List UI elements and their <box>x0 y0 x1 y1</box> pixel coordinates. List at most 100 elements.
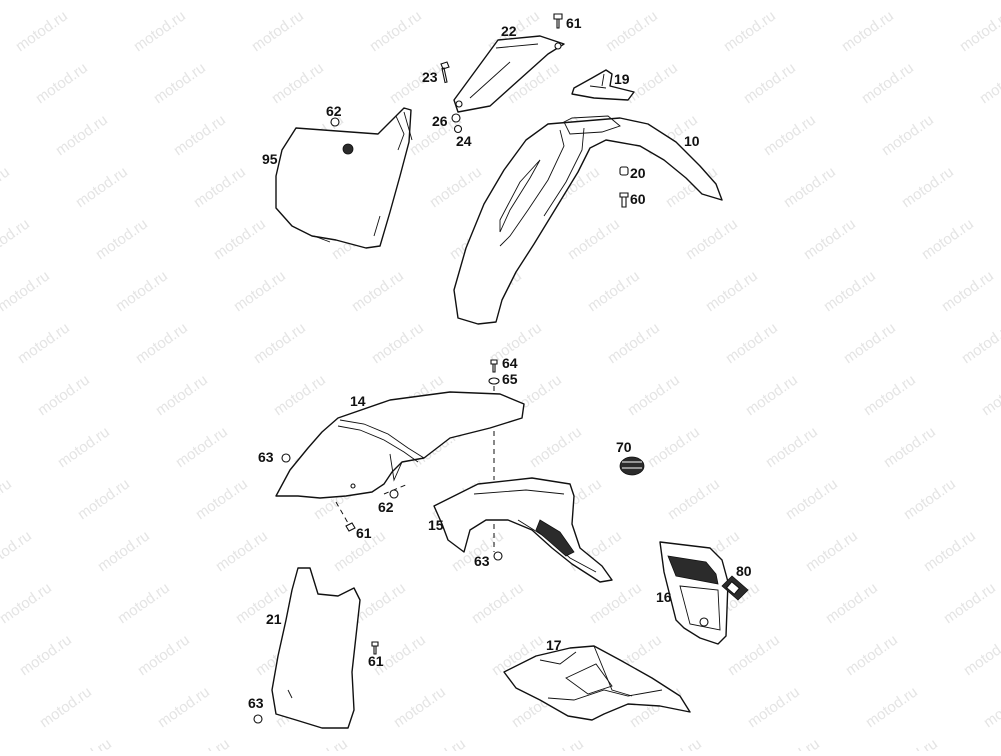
callout-label: 17 <box>546 637 562 653</box>
callout-label: 15 <box>428 517 444 533</box>
watermark-text: motod.ru <box>625 371 683 419</box>
bolt-23 <box>440 61 450 84</box>
watermark-text: motod.ru <box>587 579 645 627</box>
watermark-text: motod.ru <box>175 735 233 751</box>
watermark-text: motod.ru <box>863 683 921 731</box>
watermark-text: motod.ru <box>765 735 823 751</box>
part-15-inner-fender <box>433 477 613 583</box>
watermark-text: motod.ru <box>801 215 859 263</box>
watermark-text: motod.ru <box>861 371 919 419</box>
watermark-text: motod.ru <box>427 163 485 211</box>
nut-63-mid <box>493 551 503 561</box>
watermark-text: motod.ru <box>761 111 819 159</box>
watermark-text: motod.ru <box>741 59 799 107</box>
watermark-text: motod.ru <box>723 319 781 367</box>
bolt-60 <box>619 192 629 208</box>
watermark-text: motod.ru <box>565 215 623 263</box>
watermark-text: motod.ru <box>883 735 941 751</box>
watermark-text: motod.ru <box>583 0 641 3</box>
watermark-text: motod.ru <box>251 319 309 367</box>
part-19-clamp <box>571 69 635 101</box>
watermark-text: motod.ru <box>95 527 153 575</box>
callout-label: 63 <box>248 695 264 711</box>
watermark-text: motod.ru <box>881 423 939 471</box>
watermark-text: motod.ru <box>211 215 269 263</box>
nut-62-mid <box>389 489 399 499</box>
watermark-text: motod.ru <box>645 423 703 471</box>
watermark-text: motod.ru <box>35 371 93 419</box>
watermark-text: motod.ru <box>233 579 291 627</box>
watermark-text: motod.ru <box>823 579 881 627</box>
watermark-text: motod.ru <box>899 163 957 211</box>
part-22-bracket <box>453 35 565 113</box>
watermark-text: motod.ru <box>605 319 663 367</box>
callout-label: 22 <box>501 23 517 39</box>
part-16-plate <box>659 541 729 645</box>
watermark-text: motod.ru <box>0 0 51 3</box>
watermark-text: motod.ru <box>55 423 113 471</box>
watermark-text: motod.ru <box>213 527 271 575</box>
watermark-text: motod.ru <box>193 475 251 523</box>
watermark-text: motod.ru <box>725 631 783 679</box>
part-14-rear-fender <box>275 391 525 499</box>
watermark-text: motod.ru <box>93 215 151 263</box>
callout-label: 62 <box>326 103 342 119</box>
watermark-text: motod.ru <box>957 7 1001 55</box>
watermark-text: motod.ru <box>37 683 95 731</box>
watermark-text: motod.ru <box>155 683 213 731</box>
callout-label: 65 <box>502 371 518 387</box>
watermark-text: motod.ru <box>839 7 897 55</box>
watermark-text: motod.ru <box>979 371 1001 419</box>
callout-label: 26 <box>432 113 448 129</box>
watermark-text: motod.ru <box>153 371 211 419</box>
watermark-text: motod.ru <box>961 631 1001 679</box>
watermark-text: motod.ru <box>13 7 71 55</box>
part-21-side-panel <box>271 567 361 729</box>
washers-26-24 <box>451 113 463 134</box>
callout-label: 14 <box>350 393 366 409</box>
part-70-cap <box>619 456 645 476</box>
watermark-text: motod.ru <box>115 579 173 627</box>
watermark-text: motod.ru <box>73 163 131 211</box>
watermark-text: motod.ru <box>191 163 249 211</box>
watermark-text: motod.ru <box>921 527 979 575</box>
watermark-text: motod.ru <box>647 735 705 751</box>
part-80-reflector <box>721 575 749 601</box>
watermark-text: motod.ru <box>173 423 231 471</box>
watermark-text: motod.ru <box>683 215 741 263</box>
screw-61-top <box>553 13 563 29</box>
watermark-text: motod.ru <box>745 683 803 731</box>
nut-63-lower <box>253 714 263 724</box>
nut-62-top <box>330 117 340 127</box>
watermark-text: motod.ru <box>901 475 959 523</box>
watermark-text: motod.ru <box>15 319 73 367</box>
watermark-text: motod.ru <box>919 215 977 263</box>
callout-label: 62 <box>378 499 394 515</box>
watermark-text: motod.ru <box>941 579 999 627</box>
watermark-text: motod.ru <box>53 111 111 159</box>
callout-label: 63 <box>258 449 274 465</box>
watermark-text: motod.ru <box>75 475 133 523</box>
watermark-text: motod.ru <box>0 215 33 263</box>
watermark-text: motod.ru <box>939 267 997 315</box>
watermark-text: motod.ru <box>131 7 189 55</box>
watermark-text: motod.ru <box>0 527 35 575</box>
watermark-text: motod.ru <box>113 267 171 315</box>
watermark-text: motod.ru <box>819 0 877 3</box>
callout-label: 60 <box>630 191 646 207</box>
watermark-text: motod.ru <box>0 475 15 523</box>
callout-label: 10 <box>684 133 700 149</box>
callout-label: 21 <box>266 611 282 627</box>
watermark-text: motod.ru <box>743 371 801 419</box>
callout-label: 70 <box>616 439 632 455</box>
watermark-text: motod.ru <box>879 111 937 159</box>
watermark-text: motod.ru <box>171 111 229 159</box>
callout-label: 64 <box>502 355 518 371</box>
watermark-text: motod.ru <box>17 631 75 679</box>
nut-63-upper <box>281 453 291 463</box>
watermark-text: motod.ru <box>0 579 55 627</box>
watermark-text: motod.ru <box>821 267 879 315</box>
watermark-text: motod.ru <box>623 59 681 107</box>
watermark-text: motod.ru <box>133 319 191 367</box>
